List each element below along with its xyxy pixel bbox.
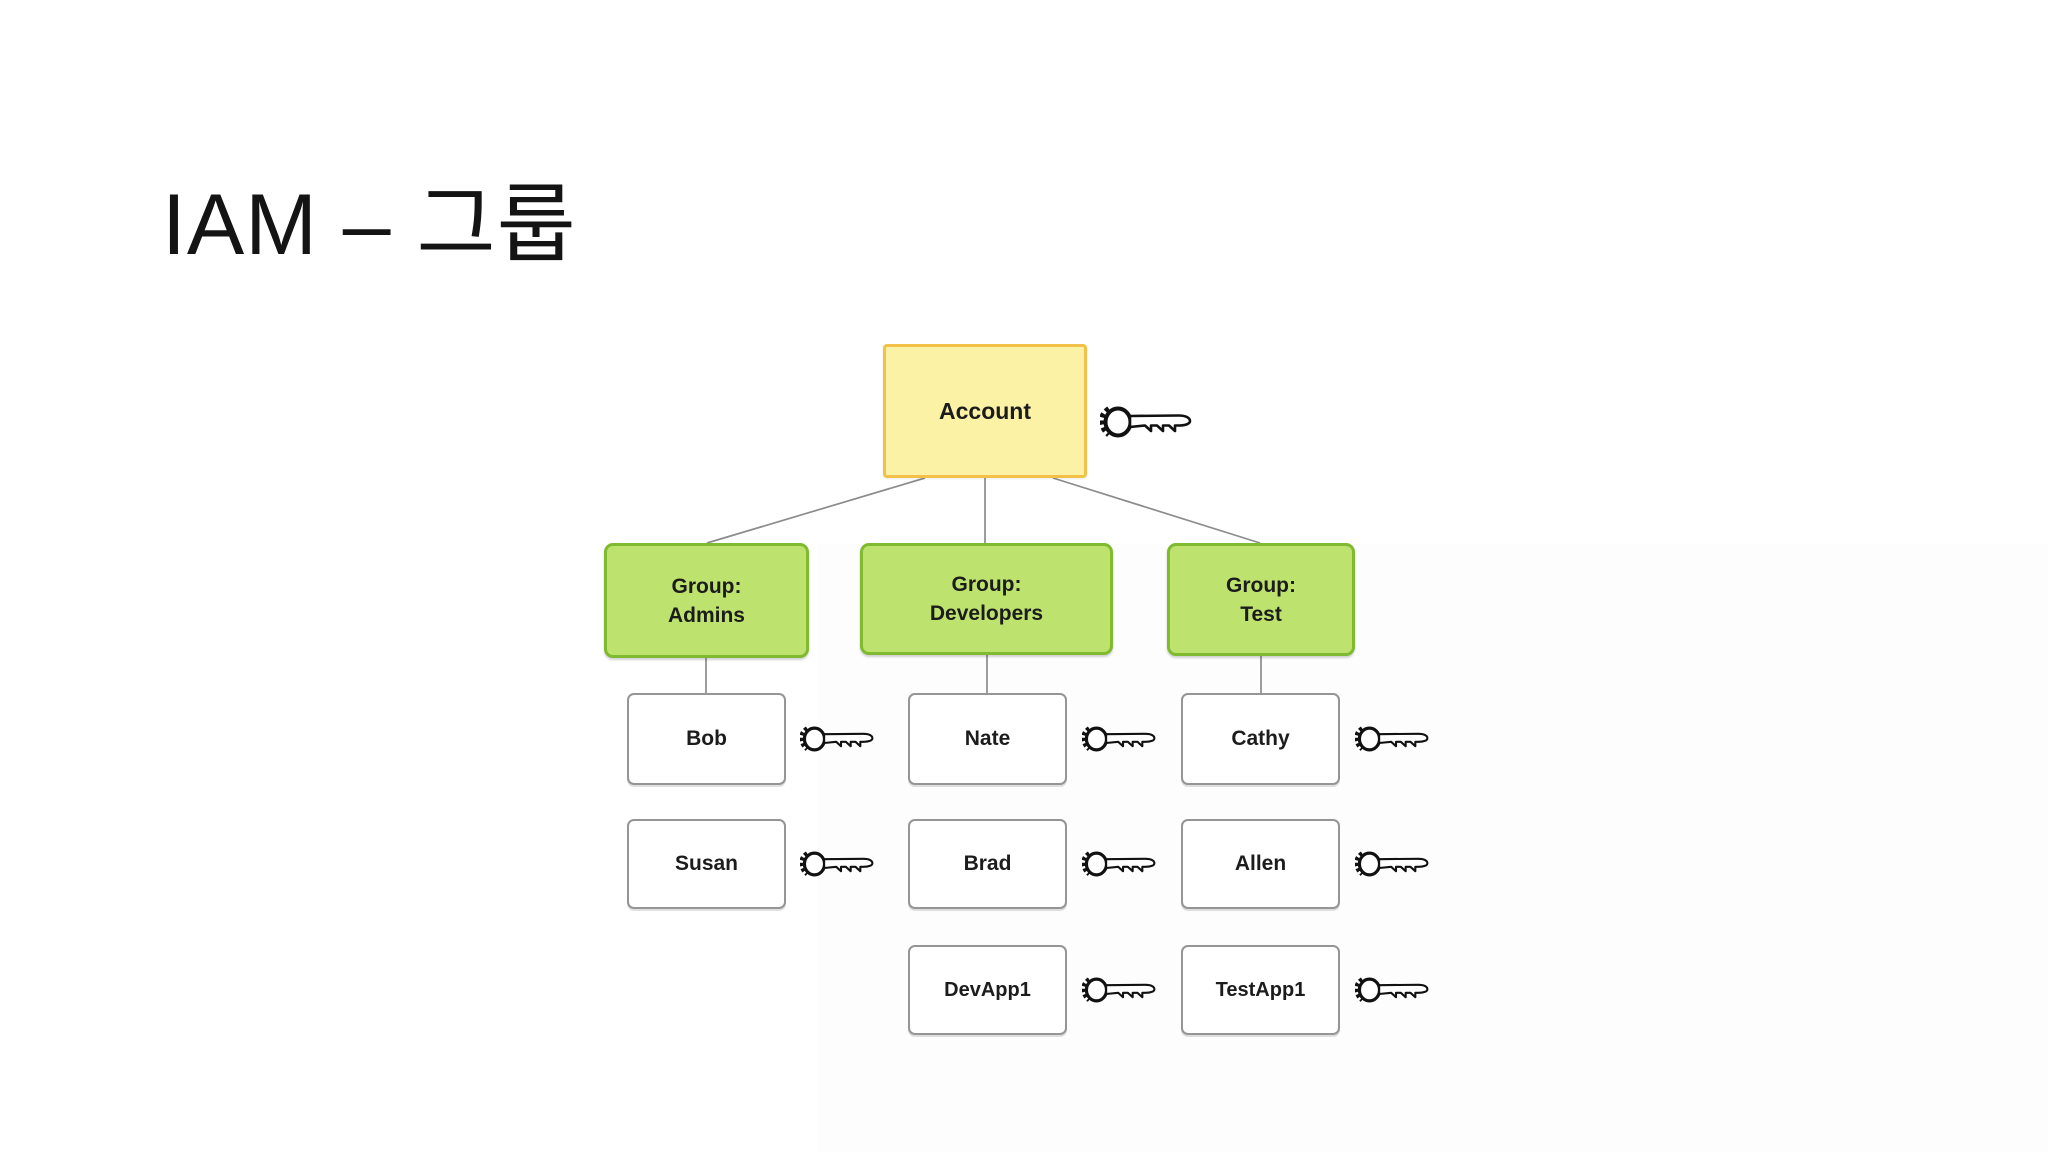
user-brad-node: Brad	[908, 819, 1067, 909]
user-brad-label: Brad	[963, 852, 1012, 875]
user-nate-label: Nate	[964, 727, 1011, 750]
user-devapp1-label: DevApp1	[944, 978, 1031, 1001]
user-cathy-label: Cathy	[1231, 727, 1290, 750]
key-icon	[1082, 848, 1156, 880]
user-testapp1-node: TestApp1	[1181, 945, 1340, 1035]
group-developers-label-line2: Developers	[929, 602, 1044, 625]
key-icon	[1082, 723, 1156, 755]
account-node: Account	[883, 344, 1087, 478]
user-bob-node: Bob	[627, 693, 786, 785]
page-title: IAM – 그룹	[162, 176, 577, 273]
group-admins-label-line1: Group:	[671, 574, 742, 598]
group-developers-node: Group: Developers	[860, 543, 1113, 655]
account-label: Account	[939, 397, 1031, 424]
key-icon	[800, 848, 874, 880]
key-icon	[1100, 403, 1192, 441]
key-icon	[1082, 974, 1156, 1006]
user-bob-label: Bob	[686, 727, 727, 750]
connector-line	[1052, 477, 1261, 544]
user-devapp1-node: DevApp1	[908, 945, 1067, 1035]
group-admins-label-line2: Admins	[667, 603, 745, 627]
user-susan-label: Susan	[674, 852, 739, 875]
user-nate-node: Nate	[908, 693, 1067, 785]
group-test-node: Group: Test	[1167, 543, 1355, 656]
group-developers-label-line1: Group:	[951, 573, 1022, 596]
key-icon	[1355, 848, 1429, 880]
user-allen-label: Allen	[1234, 852, 1287, 875]
group-admins-node: Group: Admins	[604, 543, 809, 658]
group-test-label-line2: Test	[1240, 602, 1282, 626]
user-testapp1-label: TestApp1	[1215, 978, 1306, 1001]
key-icon	[1355, 974, 1429, 1006]
key-icon	[1355, 723, 1429, 755]
user-allen-node: Allen	[1181, 819, 1340, 909]
user-cathy-node: Cathy	[1181, 693, 1340, 785]
group-test-label-line1: Group:	[1226, 573, 1296, 597]
key-icon	[800, 723, 874, 755]
connector-line	[706, 477, 926, 544]
user-susan-node: Susan	[627, 819, 786, 909]
